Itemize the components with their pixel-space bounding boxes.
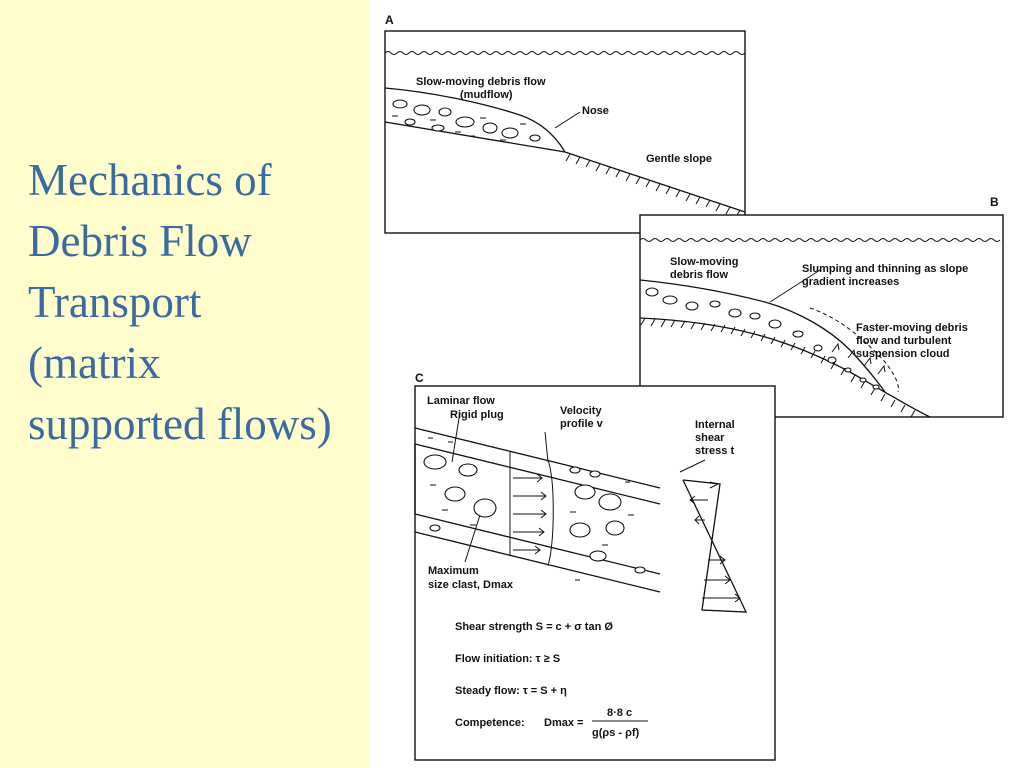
equation-competence-label: Competence: — [455, 717, 525, 729]
debris-flow-figure: A Slow-moving debris flow (mudflow) Nose… — [384, 13, 1004, 761]
panel-c-internal-label-2: shear — [695, 432, 725, 444]
panel-c-velocity-leader — [544, 431, 549, 463]
panel-b-slump-leader — [769, 269, 821, 303]
panel-c: C — [414, 371, 776, 761]
panel-b-suspension-cloud — [809, 307, 899, 393]
slide-title: Mechanics of Debris Flow Transport (matr… — [28, 150, 332, 455]
panel-b-clasts — [645, 287, 880, 390]
panel-c-plug-leader — [451, 411, 461, 463]
panel-a-matrix-dashes — [392, 115, 526, 141]
panel-a-nose-leader — [554, 111, 581, 129]
panel-c-velocity-label-1: Velocity — [560, 405, 602, 417]
title-panel: Mechanics of Debris Flow Transport (matr… — [0, 0, 370, 768]
panel-c-velocity-curve — [547, 459, 554, 567]
panel-c-letter: C — [415, 371, 424, 385]
panel-c-band-3 — [414, 513, 661, 575]
panel-b-letter: B — [990, 195, 999, 209]
panel-a-flow-label-1: Slow-moving debris flow — [416, 76, 546, 88]
panel-c-plug-label: Rigid plug — [450, 409, 504, 421]
equation-competence-lhs: Dmax = — [544, 717, 583, 729]
panel-b-slow-label-1: Slow-moving — [670, 256, 738, 268]
title-line-1: Mechanics of — [28, 155, 272, 205]
panel-c-max-label-1: Maximum — [428, 565, 479, 577]
panel-a-slope-label: Gentle slope — [646, 153, 712, 165]
panel-b-slow-label-2: debris flow — [670, 269, 729, 281]
panel-a-flow-top — [384, 87, 566, 153]
title-line-3: Transport — [28, 277, 202, 327]
title-line-2: Debris Flow — [28, 216, 252, 266]
panel-b-fast-label-1: Faster-moving debris — [856, 322, 968, 334]
title-line-4: (matrix — [28, 338, 161, 388]
equation-steady-flow: Steady flow: τ = S + η — [455, 685, 567, 697]
panel-a-nose-label: Nose — [582, 105, 609, 117]
panel-c-frame — [414, 385, 776, 761]
panel-c-matrix-dashes — [428, 437, 634, 581]
panel-b-slump-label-2: gradient increases — [802, 276, 899, 288]
panel-c-dmax-leader — [464, 514, 481, 563]
panel-b: B Slow-moving debris flow Slumping and t… — [639, 195, 1004, 418]
panel-a-slope-hatch — [565, 153, 741, 218]
panel-a-clasts — [392, 99, 541, 142]
equation-competence-numerator: 8·8 c — [607, 707, 632, 719]
panel-b-frame — [639, 214, 1004, 418]
panel-b-fast-label-3: suspension cloud — [856, 348, 950, 360]
panel-c-clasts — [423, 454, 646, 574]
panel-c-max-label-2: size clast, Dmax — [428, 579, 514, 591]
panel-b-flow-top — [639, 279, 886, 393]
panel-b-turbulence-arrows — [831, 342, 886, 375]
panel-c-internal-label-3: stress t — [695, 445, 734, 457]
equation-flow-initiation: Flow initiation: τ ≥ S — [455, 653, 560, 665]
panel-c-velocity-label-2: profile v — [560, 418, 604, 430]
equation-competence-denominator: g(ρs - ρf) — [592, 727, 640, 739]
equation-shear-strength: Shear strength S = c + σ tan Ø — [455, 621, 613, 633]
title-line-5: supported flows) — [28, 399, 332, 449]
panel-a-frame — [384, 30, 746, 234]
panel-c-internal-label-1: Internal — [695, 419, 735, 431]
panel-b-fast-label-2: flow and turbulent — [856, 335, 952, 347]
panel-b-slope-hatch — [640, 317, 916, 418]
panel-c-laminar-label: Laminar flow — [427, 395, 495, 407]
panel-a: A Slow-moving debris flow (mudflow) Nose… — [384, 13, 746, 234]
panel-a-letter: A — [385, 13, 394, 27]
panel-a-water-surface — [384, 51, 746, 55]
panel-c-shear-stress-diagram — [682, 479, 748, 613]
panel-c-stress-leader — [679, 459, 706, 473]
panel-a-flow-label-2: (mudflow) — [460, 89, 513, 101]
panel-c-velocity-arrows — [513, 473, 547, 555]
panel-b-slump-label-1: Slumping and thinning as slope — [802, 263, 968, 275]
panel-b-water-surface — [639, 238, 1001, 242]
panel-c-band-bottom — [414, 531, 661, 593]
